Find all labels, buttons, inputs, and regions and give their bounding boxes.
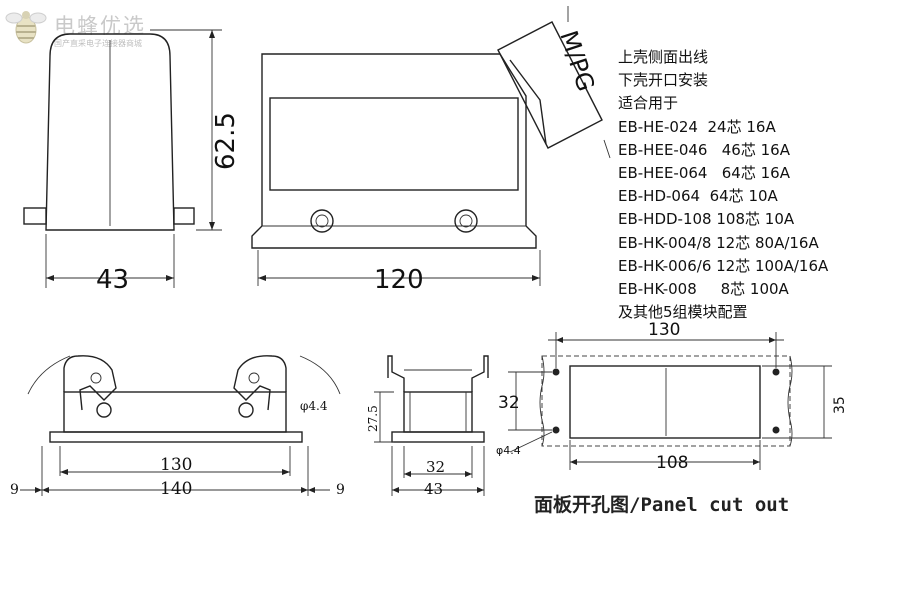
front-width-label: 43 <box>96 265 129 295</box>
cutout-left-height-label: 32 <box>498 393 520 413</box>
spec-line: EB-HE-024 24芯 16A <box>618 117 776 136</box>
panel-cutout-view: 130 108 32 35 φ4.4 <box>496 320 848 473</box>
spec-list: 上壳侧面出线 下壳开口安装 适合用于 EB-HE-024 24芯 16A EB-… <box>618 46 888 324</box>
spec-line: 上壳侧面出线 <box>618 48 709 66</box>
cable-entry-label: M/PG <box>554 27 600 94</box>
spec-line: 及其他5组模块配置 <box>618 303 748 322</box>
end-view: 27.5 32 43 <box>366 355 489 498</box>
spec-line: EB-HK-006/6 12芯 100A/16A <box>618 256 829 275</box>
cutout-outer-width-label: 130 <box>648 320 680 340</box>
side-view: M/PG 120 <box>251 6 611 295</box>
cutout-right-height-label: 35 <box>832 396 848 414</box>
end-outer-label: 43 <box>424 480 443 498</box>
cutout-hole-label: φ4.4 <box>496 444 521 457</box>
base-hole-label: φ4.4 <box>300 399 328 413</box>
front-view: 43 62.5 <box>23 29 241 295</box>
front-height-label: 62.5 <box>211 112 241 170</box>
base-outer-label: 140 <box>160 479 192 499</box>
spec-line: EB-HD-064 64芯 10A <box>618 187 778 206</box>
base-margin-left-label: 9 <box>10 482 19 498</box>
cutout-inner-width-label: 108 <box>656 453 688 473</box>
spec-line: EB-HDD-108 108芯 10A <box>618 210 795 229</box>
spec-line: 适合用于 <box>618 94 679 113</box>
base-margin-right-label: 9 <box>336 482 345 498</box>
side-width-label: 120 <box>374 265 424 295</box>
base-inner-label: 130 <box>160 455 192 475</box>
base-view: φ4.4 130 140 9 9 <box>10 355 345 499</box>
bee-logo-icon <box>5 11 47 44</box>
spec-line: EB-HK-004/8 12芯 80A/16A <box>618 233 819 252</box>
panel-cutout-caption: 面板开孔图/Panel cut out <box>534 494 790 516</box>
end-inner-label: 32 <box>426 458 445 476</box>
spec-line: EB-HK-008 8芯 100A <box>618 280 789 299</box>
spec-line: EB-HEE-046 46芯 16A <box>618 140 790 159</box>
spec-line: 下壳开口安装 <box>618 71 709 90</box>
spec-line: EB-HEE-064 64芯 16A <box>618 164 790 183</box>
end-height-label: 27.5 <box>366 405 380 432</box>
logo-subtitle: 国产直采电子连接器商城 <box>54 39 142 48</box>
